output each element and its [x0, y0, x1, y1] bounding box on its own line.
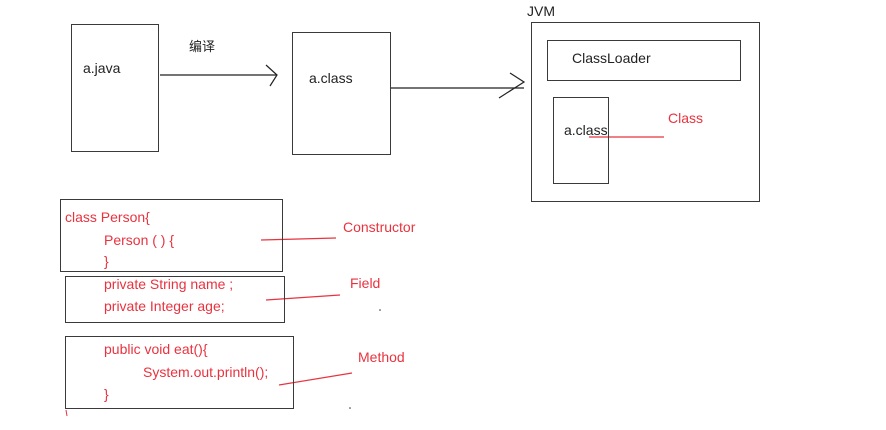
field-annotation-line: [265, 294, 341, 301]
field-annotation: Field: [350, 275, 381, 291]
code-line: System.out.println();: [143, 364, 269, 380]
source-file-label: a.java: [83, 60, 121, 76]
jvm-class-box: [553, 97, 609, 184]
code-line: class Person{: [65, 209, 150, 225]
class-file-box: [292, 32, 391, 155]
code-line: }: [104, 253, 109, 269]
stray-dot: [349, 407, 351, 409]
jvm-class-label: a.class: [564, 122, 608, 138]
class-file-label: a.class: [309, 70, 353, 86]
classloader-box: [547, 40, 741, 81]
method-annotation: Method: [358, 349, 405, 365]
compile-label: 编译: [189, 39, 216, 54]
code-line: private String name ;: [104, 276, 234, 292]
code-line: }: [104, 386, 109, 402]
constructor-annotation-line: [260, 237, 337, 241]
code-line: private Integer age;: [104, 298, 225, 314]
compile-arrow-head: [265, 64, 278, 87]
method-annotation-line: [278, 372, 353, 386]
code-line: public void eat(){: [104, 341, 208, 357]
load-arrow-head: [498, 72, 526, 99]
classloader-label: ClassLoader: [572, 50, 651, 66]
stray-dot: [379, 309, 381, 311]
code-line: Person ( ) {: [104, 232, 175, 248]
method-block-box: [65, 336, 294, 409]
jvm-label: JVM: [527, 3, 555, 19]
class-annotation: Class: [668, 110, 704, 126]
source-file-box: [71, 24, 159, 152]
constructor-annotation: Constructor: [343, 219, 416, 235]
constructor-block-box: [60, 199, 283, 272]
stray-mark: [65, 409, 68, 417]
field-block-box: [65, 276, 285, 323]
jvm-box: [531, 22, 760, 202]
